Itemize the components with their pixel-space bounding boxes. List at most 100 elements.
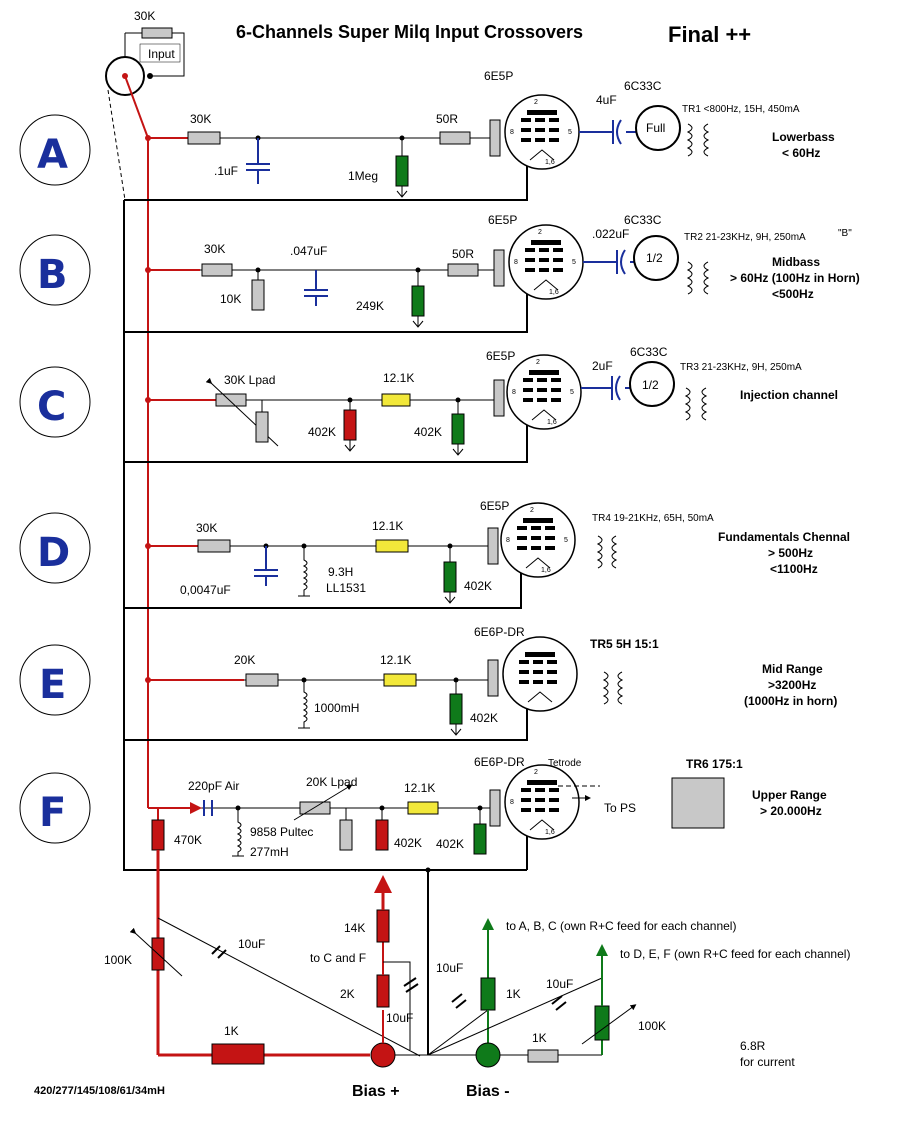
svg-text:5: 5 <box>568 129 572 136</box>
svg-text:8: 8 <box>510 799 514 806</box>
svg-text:6.8R: 6.8R <box>740 1039 766 1053</box>
svg-text:9858 Pultec: 9858 Pultec <box>250 825 313 839</box>
svg-text:TR3 21-23KHz, 9H, 250mA: TR3 21-23KHz, 9H, 250mA <box>680 362 802 373</box>
svg-text:12.1K: 12.1K <box>383 371 414 385</box>
svg-text:0,0047uF: 0,0047uF <box>180 583 231 597</box>
channel-a: A 30K .1uF 1Meg 50R 6E5P 2 8 5 1,6 4uF 6… <box>19 69 835 201</box>
svg-text:14K: 14K <box>344 921 365 935</box>
svg-text:TR6 175:1: TR6 175:1 <box>686 757 743 771</box>
svg-text:TR5 5H 15:1: TR5 5H 15:1 <box>590 637 659 651</box>
svg-text:1K: 1K <box>506 987 521 1001</box>
svg-text:5: 5 <box>564 537 568 544</box>
svg-text:.022uF: .022uF <box>592 227 629 241</box>
svg-text:2: 2 <box>536 359 540 366</box>
svg-text:.1uF: .1uF <box>214 164 238 178</box>
svg-text:for current: for current <box>740 1055 795 1069</box>
diagram-title: 6-Channels Super Milq Input Crossovers <box>236 22 583 42</box>
svg-text:8: 8 <box>512 389 516 396</box>
svg-text:Mid Range: Mid Range <box>762 662 823 676</box>
channel-letter: F <box>39 790 66 836</box>
svg-text:< 60Hz: < 60Hz <box>782 146 820 160</box>
svg-text:Lowerbass: Lowerbass <box>772 130 835 144</box>
channel-letter: D <box>37 530 70 576</box>
svg-text:6E6P-DR: 6E6P-DR <box>474 755 525 769</box>
svg-text:1000mH: 1000mH <box>314 701 359 715</box>
svg-text:100K: 100K <box>638 1019 666 1033</box>
svg-text:Bias +: Bias + <box>352 1083 400 1100</box>
svg-text:1K: 1K <box>532 1031 547 1045</box>
svg-text:30K: 30K <box>190 112 211 126</box>
svg-text:LL1531: LL1531 <box>326 581 366 595</box>
svg-text:5: 5 <box>570 389 574 396</box>
svg-text:to D, E, F (own R+C feed for: to D, E, F (own R+C feed for each channe… <box>620 947 850 961</box>
svg-text:1,6: 1,6 <box>545 159 555 166</box>
svg-text:1K: 1K <box>224 1024 239 1038</box>
svg-text:10K: 10K <box>220 292 241 306</box>
channel-c: C 30K Lpad 402K 12.1K 402K 6E5P 2 8 5 1,… <box>19 345 838 463</box>
input-section: 30K Input <box>105 9 185 201</box>
svg-text:402K: 402K <box>464 579 492 593</box>
svg-text:1,6: 1,6 <box>545 829 555 836</box>
svg-text:402K: 402K <box>414 425 442 439</box>
svg-text:8: 8 <box>510 129 514 136</box>
svg-text:10uF: 10uF <box>436 961 463 975</box>
svg-text:5: 5 <box>572 259 576 266</box>
svg-text:6C33C: 6C33C <box>624 213 662 227</box>
svg-text:Fundamentals Chennal: Fundamentals Chennal <box>718 530 850 544</box>
svg-text:"B": "B" <box>838 228 852 239</box>
svg-text:6C33C: 6C33C <box>630 345 668 359</box>
svg-text:277mH: 277mH <box>250 845 289 859</box>
svg-text:2K: 2K <box>340 987 355 1001</box>
svg-text:<1100Hz: <1100Hz <box>770 562 818 576</box>
channel-letter: B <box>37 252 68 298</box>
svg-text:1/2: 1/2 <box>646 251 663 265</box>
svg-text:2uF: 2uF <box>592 359 613 373</box>
svg-text:6C33C: 6C33C <box>624 79 662 93</box>
svg-text:6E5P: 6E5P <box>484 69 513 83</box>
channel-d: D 30K 0,0047uF 9.3H LL1531 12.1K 402K 6E… <box>19 499 850 609</box>
svg-text:Full: Full <box>646 121 665 135</box>
input-resistor-label: 30K <box>134 9 155 23</box>
svg-text:470K: 470K <box>174 833 202 847</box>
svg-text:6E5P: 6E5P <box>480 499 509 513</box>
svg-text:8: 8 <box>514 259 518 266</box>
svg-text:TR1 <800Hz, 15H, 450mA: TR1 <800Hz, 15H, 450mA <box>682 104 800 115</box>
channel-e: E 20K 1000mH 12.1K 402K 6E6P-DR TR5 5H 1… <box>19 625 837 741</box>
channel-letter: E <box>39 662 66 708</box>
inductances-note: 420/277/145/108/61/34mH <box>34 1085 165 1097</box>
svg-text:(1000Hz in horn): (1000Hz in horn) <box>744 694 837 708</box>
svg-text:30K Lpad: 30K Lpad <box>224 373 275 387</box>
svg-text:2: 2 <box>530 507 534 514</box>
diagram-title-suffix: Final ++ <box>668 22 751 47</box>
svg-text:402K: 402K <box>470 711 498 725</box>
bias-supply: 100K 10uF 1K Bias + 2K 14K to C and F 10… <box>104 870 850 1100</box>
svg-text:100K: 100K <box>104 953 132 967</box>
svg-text:12.1K: 12.1K <box>380 653 411 667</box>
channel-b: B 30K 10K .047uF 249K 50R 6E5P 2 8 5 1,6… <box>19 213 860 333</box>
svg-text:6E5P: 6E5P <box>488 213 517 227</box>
svg-text:>3200Hz: >3200Hz <box>768 678 816 692</box>
svg-text:to C and F: to C and F <box>310 951 366 965</box>
svg-text:<500Hz: <500Hz <box>772 287 814 301</box>
svg-text:402K: 402K <box>308 425 336 439</box>
svg-text:to A, B, C (own R+C feed for: to A, B, C (own R+C feed for each channe… <box>506 919 736 933</box>
svg-text:TR2 21-23KHz, 9H, 250mA: TR2 21-23KHz, 9H, 250mA <box>684 232 806 243</box>
svg-text:12.1K: 12.1K <box>372 519 403 533</box>
svg-text:12.1K: 12.1K <box>404 781 435 795</box>
svg-text:1/2: 1/2 <box>642 378 659 392</box>
svg-text:4uF: 4uF <box>596 93 617 107</box>
channel-f: F 220pF Air 470K 9858 Pultec 277mH 20K L… <box>19 755 827 1055</box>
svg-text:249K: 249K <box>356 299 384 313</box>
svg-text:6E6P-DR: 6E6P-DR <box>474 625 525 639</box>
svg-text:20K Lpad: 20K Lpad <box>306 775 357 789</box>
svg-text:6E5P: 6E5P <box>486 349 515 363</box>
input-label: Input <box>148 47 175 61</box>
channel-letter: C <box>37 384 66 430</box>
svg-text:220pF Air: 220pF Air <box>188 779 239 793</box>
svg-text:> 60Hz (100Hz in Horn): > 60Hz (100Hz in Horn) <box>730 271 860 285</box>
svg-text:1,6: 1,6 <box>549 289 559 296</box>
svg-text:TR4 19-21KHz, 65H, 50mA: TR4 19-21KHz, 65H, 50mA <box>592 513 714 524</box>
svg-text:30K: 30K <box>196 521 217 535</box>
svg-text:Bias -: Bias - <box>466 1083 510 1100</box>
